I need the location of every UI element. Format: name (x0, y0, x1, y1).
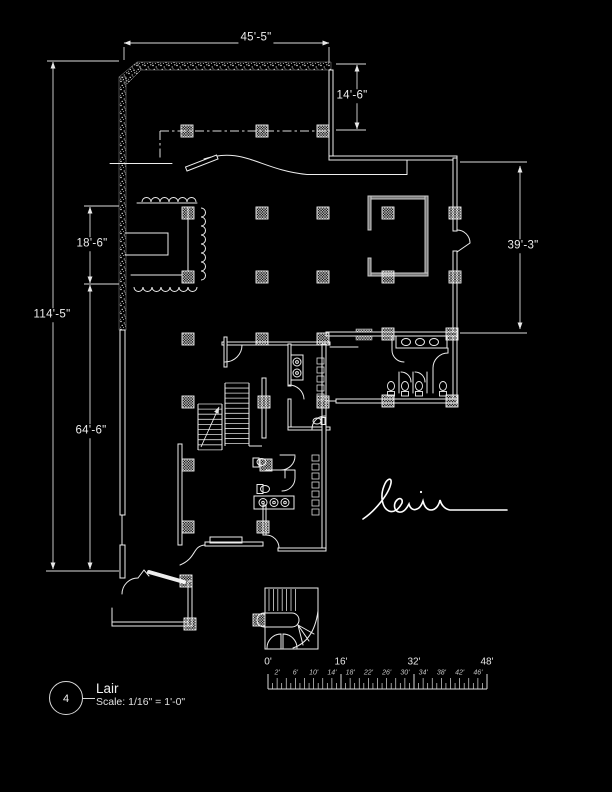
dimension-top-width: 45'-5" (238, 31, 274, 45)
scale-minor-label: 14' (327, 669, 337, 676)
exterior-hatched-walls (118, 61, 373, 341)
scale-major-label: 0' (264, 656, 272, 668)
scale-minor-label: 18' (345, 669, 355, 676)
scale-minor-label: 22' (363, 669, 373, 676)
scale-minor-label: 26' (382, 669, 392, 676)
dimension-left-total: 114'-5" (31, 308, 73, 322)
drawing-scale-note: Scale: 1/16" = 1'-0" (96, 696, 186, 708)
scale-minor-label: 6' (292, 669, 298, 676)
scale-minor-label: 38' (436, 669, 446, 676)
colonnade-centerline (159, 130, 330, 160)
scale-minor-label: 34' (418, 669, 428, 676)
callout-number: 4 (62, 693, 70, 705)
dimension-left-upper: 18'-6" (74, 237, 110, 251)
scale-minor-label: 2' (274, 669, 280, 676)
scale-major-label: 32' (407, 656, 421, 668)
scale-major-label: 48' (480, 656, 494, 668)
generated-geometry (133, 124, 488, 690)
interior-room-walls (367, 195, 429, 277)
dimension-right-height: 39'-3" (505, 239, 541, 253)
scale-minor-label: 30' (400, 669, 410, 676)
callout-circle (49, 681, 95, 715)
dimension-left-lower: 64'-6" (73, 424, 109, 438)
drawing-title: Lair (96, 681, 119, 696)
scale-minor-label: 46' (473, 669, 483, 676)
plan-linework (109, 154, 471, 650)
scale-minor-label: 10' (309, 669, 319, 676)
scale-major-label: 16' (334, 656, 348, 668)
dimension-upper-right: 14'-6" (334, 89, 370, 103)
signature-script (362, 478, 508, 520)
scale-minor-label: 42' (455, 669, 465, 676)
